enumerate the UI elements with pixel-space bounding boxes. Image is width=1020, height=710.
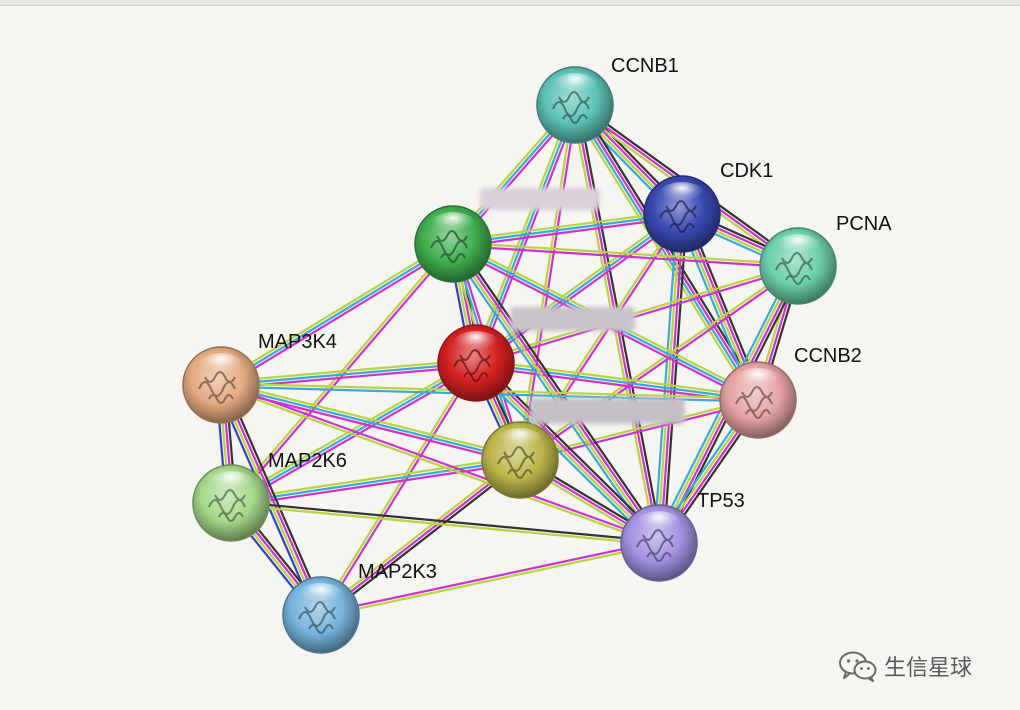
node-blurred-green[interactable]: [414, 205, 492, 283]
edge-line-magenta: [221, 382, 660, 543]
edge-blurred_olive-MAP2K3[interactable]: [318, 456, 523, 619]
edge-PCNA-blurred_green[interactable]: [452, 241, 799, 269]
node-blurred-red[interactable]: [437, 324, 515, 402]
edge-line-lime: [221, 380, 522, 458]
edge-line-lime: [471, 103, 574, 363]
edge-line-cyan: [230, 362, 477, 504]
nodes-layer: [182, 66, 837, 654]
edge-line-black: [456, 240, 664, 541]
node-ccnb1[interactable]: [536, 66, 614, 144]
wechat-icon: [839, 651, 877, 682]
edge-MAP3K4-TP53[interactable]: [220, 382, 660, 546]
edge-line-cyan: [653, 213, 679, 543]
node-label-tp53: TP53: [697, 490, 745, 512]
node-label-map3k4: MAP3K4: [258, 331, 337, 353]
node-label-map2k3: MAP2K3: [358, 561, 437, 583]
edge-PCNA-blurred_olive[interactable]: [518, 263, 800, 463]
edge-line-lime: [230, 503, 659, 546]
edge-line-black: [662, 214, 688, 544]
node-highlight: [207, 471, 255, 499]
edge-line-magenta: [222, 245, 456, 389]
edge-line-lime: [453, 241, 799, 266]
edge-line-magenta: [452, 244, 798, 269]
edge-MAP2K6-TP53[interactable]: [230, 500, 660, 546]
edge-line-lime: [476, 358, 759, 398]
edge-line-magenta: [221, 383, 324, 615]
edge-line-lime: [220, 358, 476, 383]
edge-line-black: [322, 461, 523, 619]
edge-line-cyan: [220, 383, 521, 462]
edge-line-lime: [450, 244, 659, 545]
node-highlight: [734, 368, 782, 396]
node-blurred-olive[interactable]: [481, 421, 559, 499]
node-tp53[interactable]: [620, 504, 698, 582]
node-label-cdk1: CDK1: [720, 160, 773, 182]
node-highlight: [635, 511, 683, 539]
node-ccnb2[interactable]: [719, 361, 797, 439]
edge-CDK1-blurred_red[interactable]: [473, 210, 685, 367]
edge-line-lime: [218, 240, 452, 384]
node-map2k3[interactable]: [282, 576, 360, 654]
edge-line-black: [224, 382, 327, 614]
redacted-label: [510, 307, 635, 331]
top-rule: [0, 0, 1020, 6]
node-pcna[interactable]: [759, 227, 837, 305]
node-label-pcna: PCNA: [836, 213, 892, 235]
edge-line-cyan: [471, 365, 657, 548]
edge-line-lime: [656, 213, 682, 543]
node-highlight: [429, 212, 477, 240]
edge-line-magenta: [231, 462, 521, 508]
edge-line-magenta: [520, 266, 800, 463]
edge-line-black: [231, 500, 660, 543]
edge-line-magenta: [477, 215, 685, 367]
edge-line-cyan: [220, 361, 477, 387]
edge-line-cyan: [475, 361, 759, 402]
node-label-map2k6: MAP2K6: [268, 450, 347, 472]
edge-line-lime: [220, 385, 659, 546]
edge-blurred_olive-MAP2K6[interactable]: [230, 455, 521, 508]
edge-line-lime: [321, 543, 660, 618]
edge-line-lime: [473, 210, 681, 362]
watermark-text: 生信星球: [884, 656, 973, 681]
edge-line-black: [478, 358, 664, 541]
node-highlight: [658, 182, 706, 210]
edge-line-cyan: [475, 213, 683, 364]
edge-line-cyan: [572, 105, 758, 402]
node-label-ccnb2: CCNB2: [794, 345, 862, 367]
edge-CDK1-TP53[interactable]: [653, 213, 688, 544]
node-highlight: [551, 73, 599, 101]
edge-blurred_green-MAP3K4[interactable]: [218, 240, 456, 389]
edge-line-lime: [518, 263, 798, 460]
edge-line-lime: [517, 104, 575, 460]
edge-line-lime: [318, 361, 476, 615]
edge-MAP2K3-TP53[interactable]: [320, 540, 660, 618]
node-highlight: [197, 353, 245, 381]
redacted-label: [480, 188, 600, 210]
node-highlight: [452, 331, 500, 359]
edge-line-lime: [230, 455, 520, 501]
edge-line-lime: [318, 456, 519, 614]
edge-line-magenta: [659, 214, 685, 544]
edge-blurred_red-MAP2K3[interactable]: [318, 361, 479, 617]
edge-line-magenta: [321, 363, 479, 617]
edge-line-magenta: [575, 103, 761, 400]
redacted-label: [530, 398, 685, 424]
node-highlight: [297, 583, 345, 611]
edge-line-magenta: [320, 459, 521, 616]
edge-line-cyan: [220, 243, 454, 386]
watermark: 生信星球: [838, 648, 972, 684]
node-label-ccnb1: CCNB1: [611, 55, 679, 77]
node-highlight: [496, 428, 544, 456]
edge-line-magenta: [320, 540, 659, 615]
node-map2k6[interactable]: [192, 464, 270, 542]
node-map3k4[interactable]: [182, 346, 260, 424]
node-cdk1[interactable]: [643, 175, 721, 253]
edge-line-cyan: [230, 458, 521, 505]
node-highlight: [774, 234, 822, 262]
